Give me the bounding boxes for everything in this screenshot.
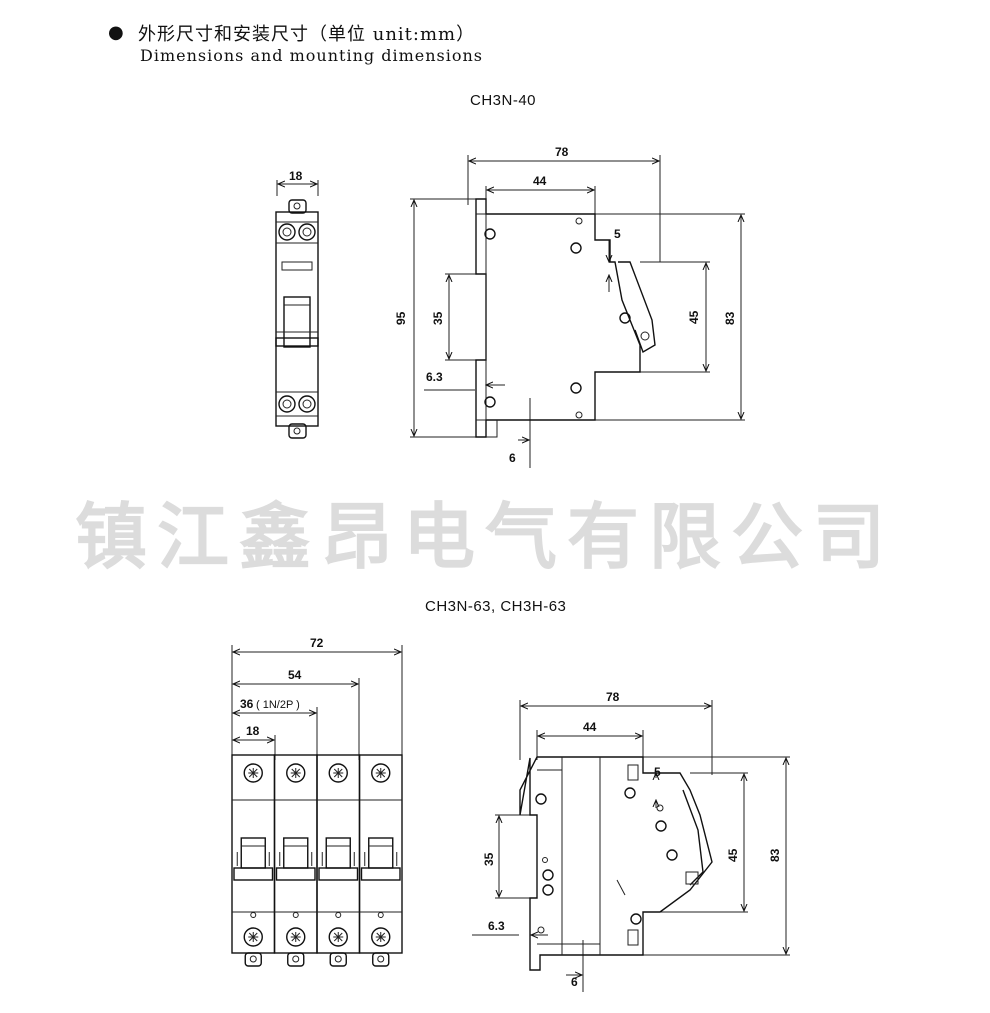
clip-hole [249, 955, 257, 963]
clip-hole [334, 955, 342, 963]
dim-45-label: 45 [687, 310, 701, 324]
dim-36-label: 36 [240, 697, 254, 711]
dim-35b-label: 35 [482, 852, 496, 866]
ch3n63-side-view: 78 44 83 45 35 6.3 5 6 [472, 690, 790, 992]
dim-35-label: 35 [431, 311, 445, 325]
din-clip [329, 952, 347, 967]
small-hole [250, 912, 257, 918]
din-clip [372, 952, 390, 967]
clip-hole [292, 955, 300, 963]
terminal-screw-icon [243, 763, 263, 783]
clip-hole [377, 955, 385, 963]
model-label-ch3n-63: CH3N-63, CH3H-63 [425, 598, 567, 615]
dim-78b-label: 78 [606, 690, 620, 704]
din-clip [287, 952, 305, 967]
terminal-screw-icon [371, 763, 391, 783]
dim-44-label: 44 [533, 174, 547, 188]
handle-base [275, 867, 316, 881]
toggle-lever [283, 837, 309, 869]
dim-54-label: 54 [288, 668, 302, 682]
dim-78-label: 78 [555, 145, 569, 159]
screw-cross-icon [290, 768, 301, 778]
pole-body [316, 754, 361, 954]
toggle-lever [368, 837, 394, 869]
small-hole [292, 912, 299, 918]
screw-cross-icon [290, 932, 301, 942]
pole-body [358, 754, 403, 954]
title-chinese: 外形尺寸和安装尺寸（单位 unit:mm） [138, 24, 476, 45]
terminal-screw-icon [328, 927, 348, 947]
dim-5b-label: 5 [654, 765, 661, 779]
small-hole [335, 912, 342, 918]
small-hole [377, 912, 384, 918]
dim-18-label: 18 [289, 169, 303, 183]
model-label-ch3n-40: CH3N-40 [470, 92, 537, 109]
dim-36-note: ( 1N/2P ) [256, 699, 300, 711]
dim-44b-label: 44 [583, 720, 597, 734]
dim-6b-label: 6 [571, 975, 578, 989]
screw-cross-icon [375, 768, 386, 778]
dim-45b-label: 45 [726, 848, 740, 862]
dim-83-label: 83 [723, 311, 737, 325]
din-clip [244, 952, 262, 967]
pole-units [231, 754, 403, 967]
handle-base [318, 867, 359, 881]
dim-6-3b-label: 6.3 [488, 919, 505, 933]
title-english: Dimensions and mounting dimensions [140, 46, 483, 65]
dim-72-label: 72 [310, 636, 324, 650]
dim-5-label: 5 [614, 227, 621, 241]
terminal-screw-icon [371, 927, 391, 947]
toggle-lever [240, 837, 266, 869]
terminal-screw-icon [286, 763, 306, 783]
terminal-screw-icon [286, 927, 306, 947]
screw-cross-icon [248, 932, 259, 942]
terminal-screw-icon [243, 927, 263, 947]
ch3n63-front-view: 72 54 36 ( 1N/2P ) 18 [231, 636, 403, 760]
pole-body [231, 754, 276, 954]
dim-6-3-label: 6.3 [426, 370, 443, 384]
handle-base [233, 867, 274, 881]
ch3n40-side-view: 78 44 95 83 45 35 6.3 5 [394, 145, 745, 468]
handle-base [360, 867, 401, 881]
ch3n40-front-view: 18 [275, 169, 319, 439]
screw-cross-icon [333, 932, 344, 942]
screw-cross-icon [333, 768, 344, 778]
dim-6-label: 6 [509, 451, 516, 465]
dim-83b-label: 83 [768, 848, 782, 862]
dim-95-label: 95 [394, 311, 408, 325]
terminal-screw-icon [328, 763, 348, 783]
pole-body [273, 754, 318, 954]
toggle-lever [325, 837, 351, 869]
company-watermark: 镇江鑫昂电气有限公司 [75, 495, 896, 579]
screw-cross-icon [375, 932, 386, 942]
screw-cross-icon [248, 768, 259, 778]
bullet: ● [108, 22, 124, 43]
dim-18b-label: 18 [246, 724, 260, 738]
